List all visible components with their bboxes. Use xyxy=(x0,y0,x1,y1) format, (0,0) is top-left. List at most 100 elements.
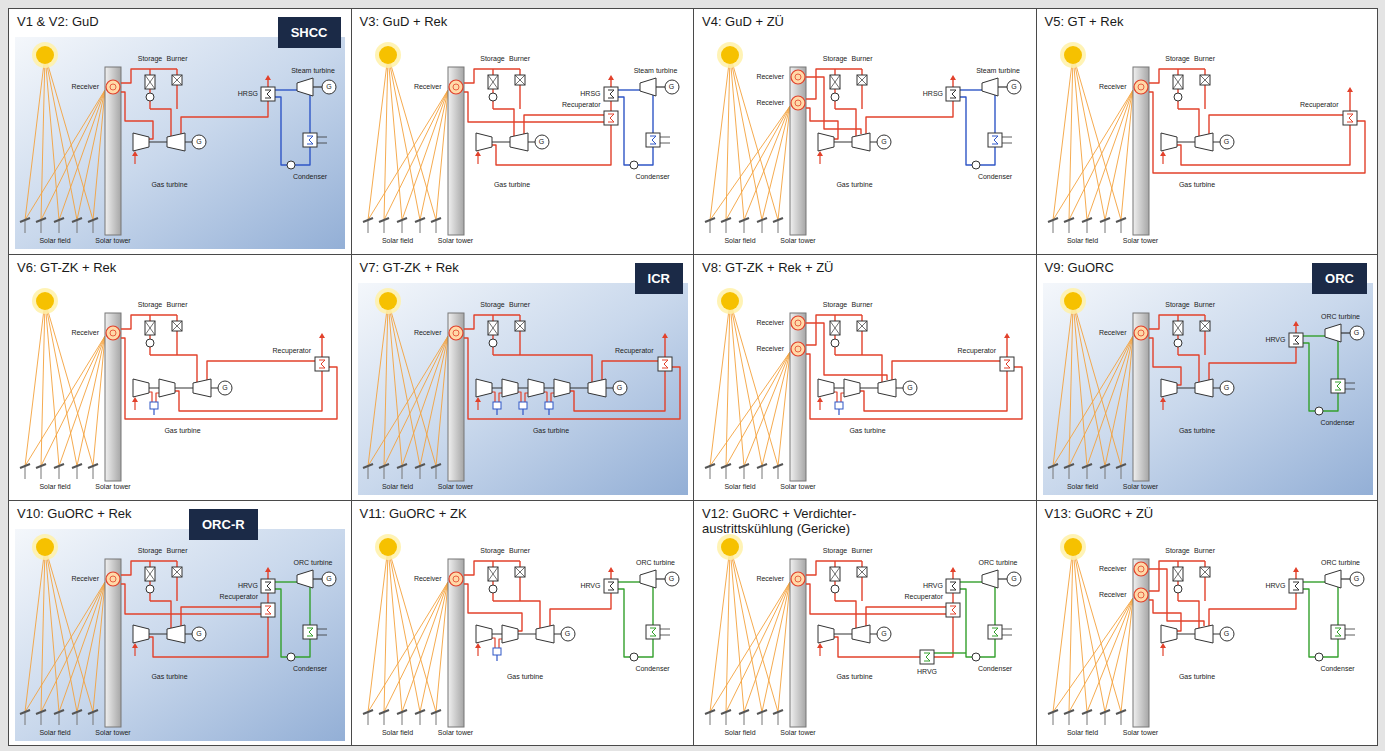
schematic-illustration xyxy=(15,283,345,495)
compressed-air-pipe xyxy=(121,92,153,139)
reflected-ray xyxy=(25,90,105,220)
hot-gas-pipe xyxy=(834,335,835,339)
component-label: G xyxy=(669,83,674,91)
component-label: G xyxy=(669,575,674,583)
component-label: Solar tower xyxy=(780,729,815,737)
component-label: Recuperator xyxy=(219,593,258,601)
storage-blower xyxy=(146,93,154,101)
heliostat-mirror xyxy=(431,464,441,468)
component-label: Storage xyxy=(480,55,505,63)
variant-panel: V6: GT-ZK + RekReceiverStorageBurnerRecu… xyxy=(8,254,352,501)
reflected-ray xyxy=(420,582,448,712)
solar-receiver xyxy=(791,572,805,586)
variant-panel: V9: GuORCReceiverStorageBurnerORC turbin… xyxy=(1036,254,1379,501)
component-label: Receiver xyxy=(1099,591,1127,599)
component-label: G xyxy=(196,630,201,638)
sun-ray xyxy=(25,547,45,712)
reflected-ray xyxy=(762,582,790,712)
heliostat-mirror xyxy=(431,218,441,222)
condenser-symbol xyxy=(307,628,313,636)
variant-title: V5: GT + Rek xyxy=(1045,14,1124,29)
heliostat-pole xyxy=(762,467,763,479)
component-label: Condenser xyxy=(635,173,669,181)
condenser-symbol xyxy=(307,136,313,144)
gas-turbine xyxy=(193,379,211,397)
variant-panel: V12: GuORC + Verdichter- austrittskühlun… xyxy=(693,500,1037,746)
storage-hatch xyxy=(488,321,498,335)
component-label: Burner xyxy=(509,301,530,309)
exhaust-pipe xyxy=(181,101,268,135)
solar-tower xyxy=(105,67,121,235)
solar-receiver xyxy=(106,326,120,340)
heliostat-pole xyxy=(419,467,420,479)
hot-gas-pipe xyxy=(1177,315,1178,321)
hot-gas-pipe xyxy=(834,69,835,75)
component-label: Gas turbine xyxy=(836,181,872,189)
recuperator-symbol xyxy=(950,606,956,614)
hot-gas-pipe xyxy=(1177,101,1178,109)
hot-gas-pipe xyxy=(149,335,150,339)
heliostat-pole xyxy=(401,713,402,725)
heliostat-pole xyxy=(383,467,384,479)
badge-text: SHCC xyxy=(291,25,328,40)
intercooler-pipe xyxy=(544,392,547,402)
condensate-pipe xyxy=(295,147,310,165)
storage-hatch xyxy=(488,75,498,89)
preheated-air-pipe xyxy=(1149,92,1365,173)
heliostat-pole xyxy=(744,713,745,725)
thermal-storage xyxy=(145,321,155,335)
flow-arrow xyxy=(817,397,823,402)
thermal-storage xyxy=(1173,321,1183,335)
sun-glow xyxy=(717,288,743,314)
compressed-air-pipe xyxy=(1149,338,1181,385)
hot-gas-pipe xyxy=(834,101,835,109)
heliostat-mirror xyxy=(773,218,783,222)
sun-ray xyxy=(25,55,45,220)
cycle-badge: SHCC xyxy=(278,17,341,48)
heliostat-pole xyxy=(1068,713,1069,725)
sun-ray xyxy=(1069,301,1073,466)
burner-cross xyxy=(1200,321,1210,331)
sun xyxy=(1064,538,1082,556)
cooling-water xyxy=(660,143,670,144)
thermal-storage xyxy=(145,567,155,581)
sun-glow xyxy=(375,42,401,68)
vapour-pipe xyxy=(994,587,995,625)
burner-cross xyxy=(172,567,182,577)
hot-gas-pipe xyxy=(176,561,177,567)
shaft xyxy=(998,578,1007,579)
component-label: Solar field xyxy=(724,483,755,491)
reflected-ray xyxy=(778,352,790,466)
heliostat-mirror xyxy=(1064,464,1074,468)
hot-gas-pipe xyxy=(1177,561,1178,567)
sun xyxy=(36,538,54,556)
heat-recovery-generator-symbol xyxy=(1293,582,1299,590)
component-label: Receiver xyxy=(1099,329,1127,337)
component-label: Solar tower xyxy=(780,483,815,491)
heliostat-mirror xyxy=(20,218,30,222)
feed-pipe xyxy=(960,589,972,657)
turbine-inlet-pipe xyxy=(493,601,540,628)
generator xyxy=(535,135,549,149)
recuperator xyxy=(658,357,672,371)
solar-tower xyxy=(1133,67,1149,235)
component-label: Storage xyxy=(823,301,848,309)
sun-ray xyxy=(1053,301,1073,466)
hot-gas-pipe xyxy=(492,561,493,567)
heliostat-pole xyxy=(401,221,402,233)
storage-blower xyxy=(489,585,497,593)
burner-cross xyxy=(172,321,182,331)
condensate-pipe xyxy=(295,639,310,657)
gas-turbine xyxy=(1195,379,1213,397)
heliostat-mirror xyxy=(379,464,389,468)
generator xyxy=(322,80,336,94)
cooling-water xyxy=(1002,137,1012,138)
heliostat-pole xyxy=(77,713,78,725)
reflected-ray xyxy=(420,90,448,220)
reflected-ray xyxy=(778,582,790,712)
heliostat-pole xyxy=(710,221,711,233)
feed-pipe xyxy=(275,589,287,657)
recuperator xyxy=(604,111,618,125)
generator xyxy=(1220,627,1234,641)
schematic-illustration xyxy=(700,283,1030,495)
